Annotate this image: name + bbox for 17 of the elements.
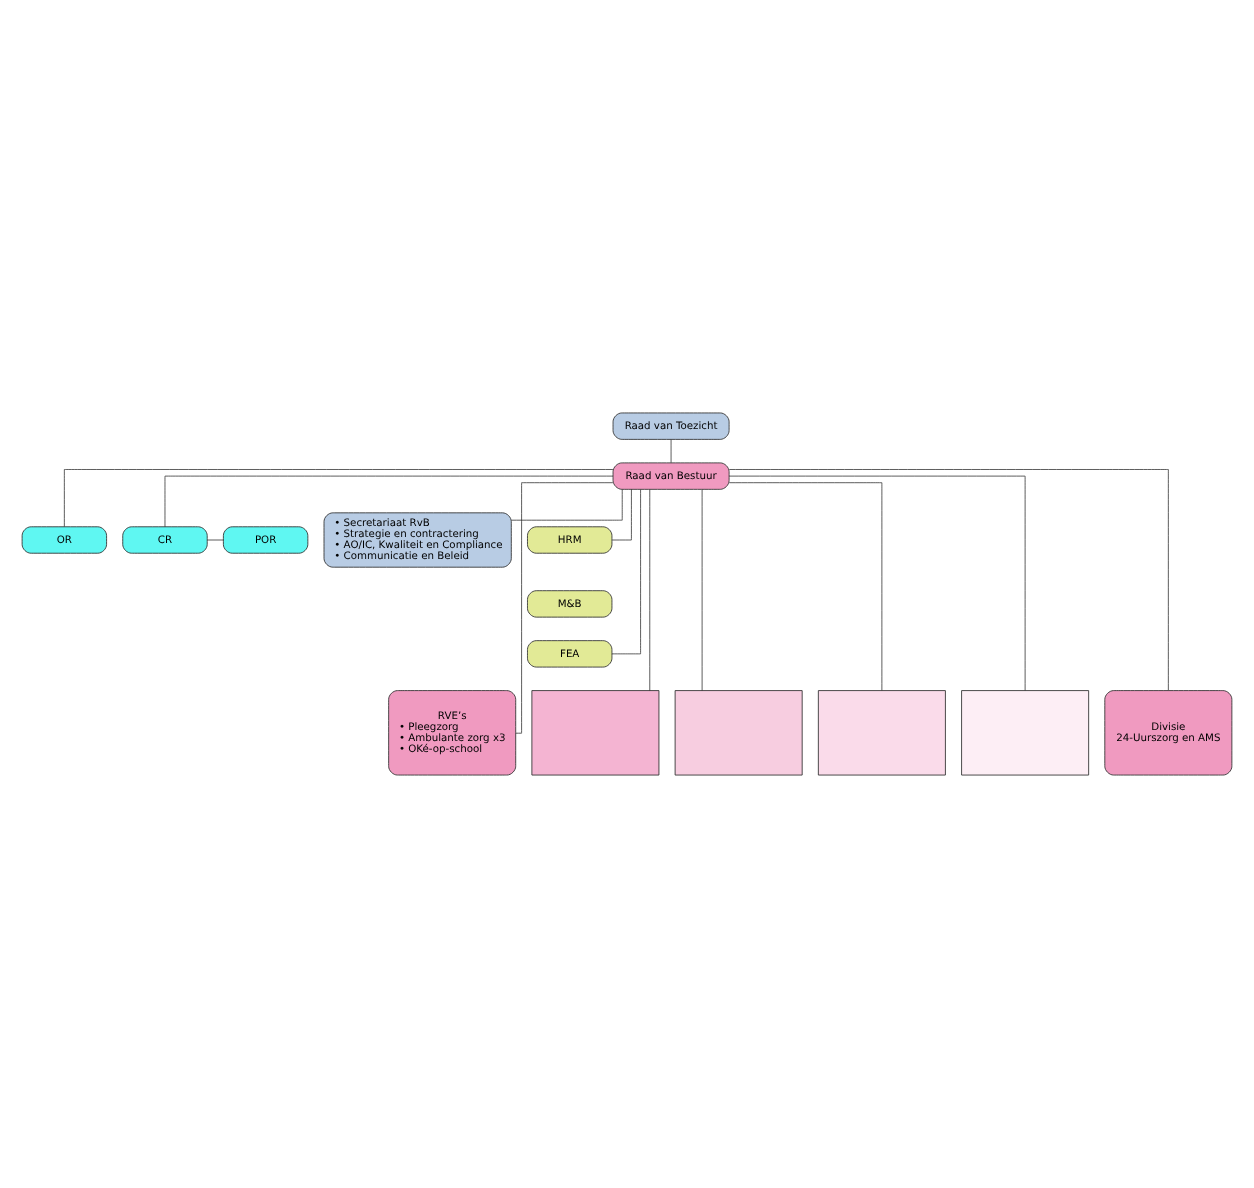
connector <box>207 539 224 541</box>
connector <box>649 489 651 691</box>
connector <box>611 489 632 541</box>
connector <box>164 475 614 528</box>
connector <box>515 482 614 734</box>
node-box <box>961 690 1090 776</box>
node-box <box>817 690 946 776</box>
connector <box>701 489 703 691</box>
connector <box>728 469 1169 691</box>
connector <box>728 482 883 691</box>
node-box <box>531 690 660 776</box>
connector <box>728 475 1026 691</box>
node-box <box>674 690 803 776</box>
connector <box>511 488 623 521</box>
connector <box>670 439 672 464</box>
connector <box>64 469 614 528</box>
connector <box>611 489 641 655</box>
